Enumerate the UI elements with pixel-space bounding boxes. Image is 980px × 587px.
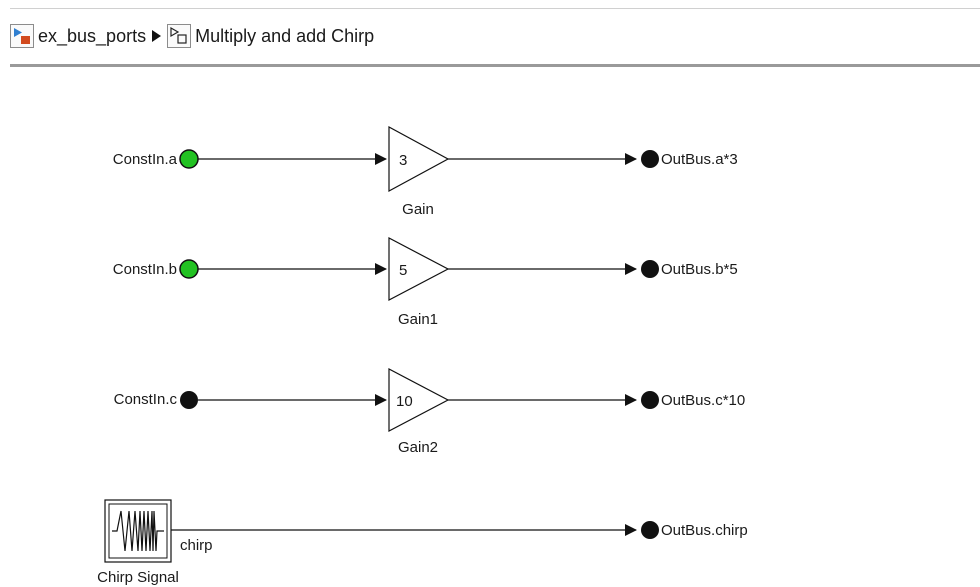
gain-block[interactable]: [388, 237, 450, 301]
outport-a[interactable]: [641, 150, 659, 168]
gain-value: 10: [396, 393, 413, 410]
inport-b[interactable]: [179, 259, 199, 279]
gain-value: 3: [399, 152, 407, 169]
signal-row-b: ConstIn.b 5 Gain1 OutBus.b*5: [113, 237, 738, 328]
inport-label: ConstIn.a: [113, 151, 178, 168]
outport-chirp[interactable]: [641, 521, 659, 539]
outport-label: OutBus.chirp: [661, 522, 748, 539]
chirp-waveform-icon: [112, 510, 164, 552]
top-border: [10, 8, 980, 9]
outport-label: OutBus.a*3: [661, 151, 738, 168]
breadcrumb-model-link[interactable]: ex_bus_ports: [38, 25, 147, 46]
gain-value: 5: [399, 262, 407, 279]
outport-b[interactable]: [641, 260, 659, 278]
subsystem-icon[interactable]: [167, 24, 192, 48]
breadcrumb-arrow-icon[interactable]: [152, 30, 162, 42]
gain-name: Gain1: [398, 311, 438, 328]
signal-label: chirp: [180, 537, 213, 554]
breadcrumb-subsystem-link[interactable]: Multiply and add Chirp: [195, 25, 375, 46]
gain-block[interactable]: [388, 125, 450, 193]
outport-label: OutBus.c*10: [661, 392, 745, 409]
signal-row-chirp: Chirp Signal chirp OutBus.chirp: [97, 499, 748, 586]
inport-c[interactable]: [180, 391, 198, 409]
inport-a[interactable]: [179, 149, 199, 169]
toolbar-separator: [10, 64, 980, 67]
outport-c[interactable]: [641, 391, 659, 409]
inport-label: ConstIn.b: [113, 261, 177, 278]
simulink-model-icon[interactable]: [10, 24, 34, 48]
gain-name: Gain2: [398, 439, 438, 456]
gain-name: Gain: [402, 201, 434, 218]
inport-label: ConstIn.c: [114, 391, 178, 408]
signal-row-a: ConstIn.a 3 Gain OutBus.a*3: [113, 125, 738, 218]
breadcrumb: ex_bus_ports Multiply and add Chirp: [10, 19, 380, 53]
gain-block[interactable]: [388, 368, 450, 432]
chirp-block-name: Chirp Signal: [97, 569, 179, 586]
outport-label: OutBus.b*5: [661, 261, 738, 278]
signal-row-c: ConstIn.c 10 Gain2 OutBus.c*10: [114, 368, 745, 456]
